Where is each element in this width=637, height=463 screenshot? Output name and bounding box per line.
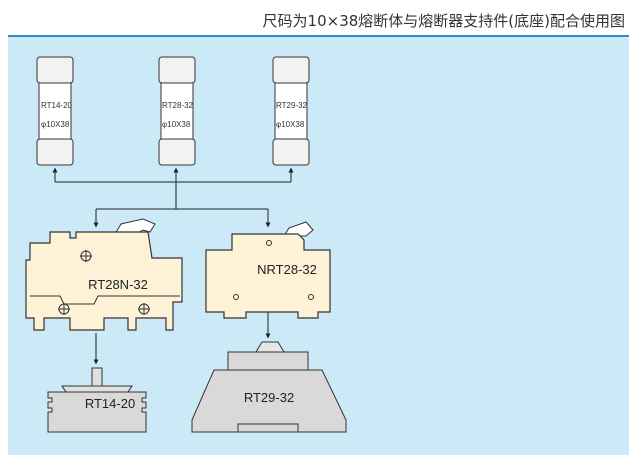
- base-rt14-20: RT14-20: [47, 367, 147, 433]
- fuse-link-1: RT14-20 φ10X38: [36, 56, 74, 166]
- holder-nrt28-32: NRT28-32: [205, 221, 331, 319]
- fuse-1-model: RT14-20: [41, 101, 73, 110]
- fuse-link-3: RT29-32 φ10X38: [272, 56, 310, 166]
- fuse-2-model: RT28-32: [162, 101, 194, 110]
- fuse-2-size: φ10X38: [162, 120, 191, 129]
- header-rule: [8, 35, 629, 37]
- diagram-header: 尺码为10×38熔断体与熔断器支持件(底座)配合使用图: [0, 0, 637, 37]
- connector-lines: [52, 167, 294, 365]
- fuse-link-2: RT28-32 φ10X38: [158, 56, 196, 166]
- fuse-3-size: φ10X38: [276, 120, 305, 129]
- holder-2-label: NRT28-32: [257, 262, 317, 277]
- base-rt29-32: RT29-32: [191, 341, 347, 433]
- fuse-3-model: RT29-32: [276, 101, 308, 110]
- diagram-title: 尺码为10×38熔断体与熔断器支持件(底座)配合使用图: [262, 12, 625, 30]
- holder-1-label: RT28N-32: [88, 277, 148, 292]
- base-2-label: RT29-32: [244, 390, 294, 405]
- holder-rt28n-32: RT28N-32: [25, 218, 183, 331]
- fuse-1-size: φ10X38: [41, 120, 70, 129]
- base-1-label: RT14-20: [85, 396, 135, 411]
